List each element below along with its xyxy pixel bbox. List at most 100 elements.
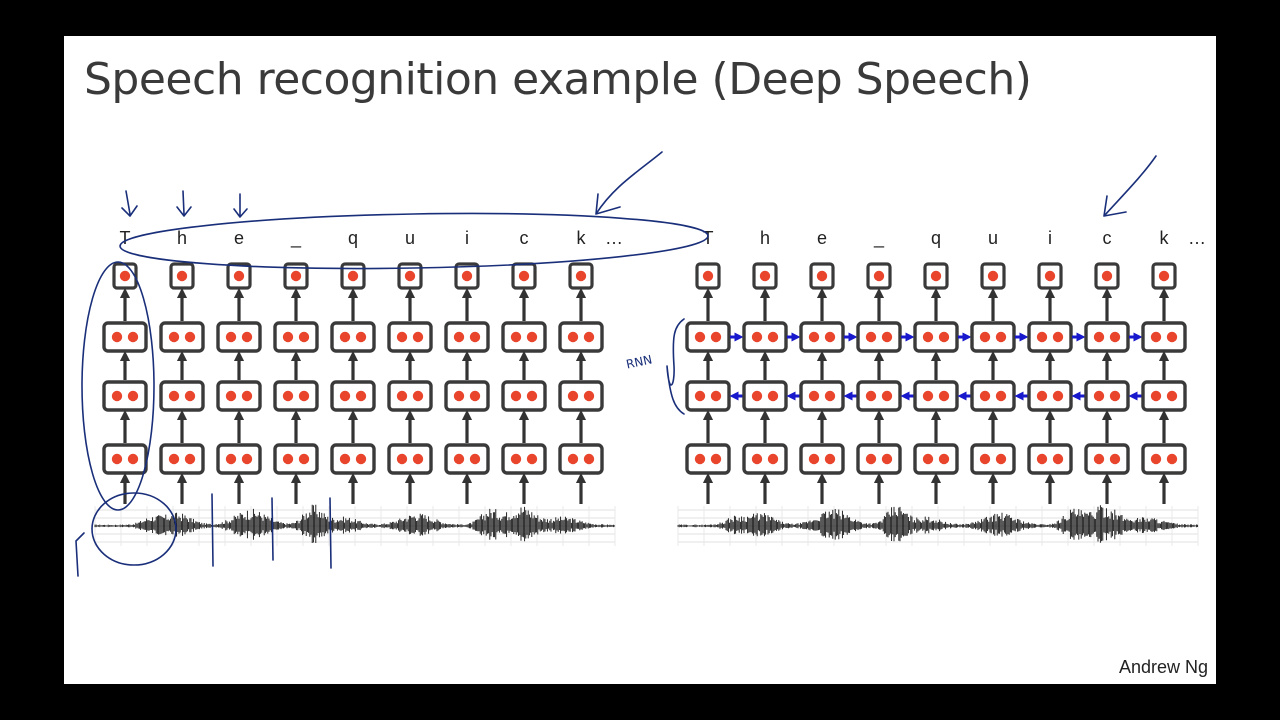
neuron-dot <box>1093 453 1105 465</box>
neuron-dot <box>995 331 1007 343</box>
neuron-dot <box>1052 390 1064 402</box>
hidden-unit <box>444 443 490 475</box>
pointer-arrow-icon <box>595 151 663 215</box>
neuron-dot <box>453 453 465 465</box>
neuron-dot <box>881 453 893 465</box>
neuron-dot <box>995 390 1007 402</box>
neuron-dot <box>111 331 123 343</box>
neuron-dot <box>767 331 779 343</box>
time-step-column: u <box>387 228 433 504</box>
neuron-dot <box>1036 453 1048 465</box>
neuron-dot <box>1093 331 1105 343</box>
neuron-dot <box>347 270 359 282</box>
neuron-dot <box>1036 331 1048 343</box>
neuron-dot <box>881 390 893 402</box>
neuron-dot <box>241 331 253 343</box>
neuron-dot <box>938 331 950 343</box>
pointer-arrow-icon <box>176 190 192 217</box>
time-step-column: T <box>685 228 731 504</box>
neuron-dot <box>168 331 180 343</box>
neuron-dot <box>1166 390 1178 402</box>
neuron-dot <box>184 331 196 343</box>
neuron-dot <box>1052 453 1064 465</box>
neuron-dot <box>412 453 424 465</box>
hidden-unit <box>558 321 604 353</box>
neuron-dot <box>225 331 237 343</box>
neuron-dot <box>575 270 587 282</box>
neuron-dot <box>1150 453 1162 465</box>
neuron-dot <box>184 390 196 402</box>
neuron-dot <box>282 453 294 465</box>
pointer-arrow-icon <box>1103 155 1157 217</box>
segment-tick-mark <box>211 493 214 567</box>
output-label: _ <box>290 228 302 249</box>
neuron-dot <box>1109 453 1121 465</box>
neuron-dot <box>567 390 579 402</box>
hidden-unit <box>799 443 845 475</box>
hidden-unit <box>444 321 490 353</box>
neuron-dot <box>111 453 123 465</box>
time-step-column: i <box>444 228 490 504</box>
hidden-unit <box>685 321 731 353</box>
neuron-dot <box>865 390 877 402</box>
neuron-dot <box>469 331 481 343</box>
hidden-unit <box>159 380 205 412</box>
neuron-dot <box>881 331 893 343</box>
neuron-dot <box>339 390 351 402</box>
hidden-unit <box>444 380 490 412</box>
neuron-dot <box>710 331 722 343</box>
neuron-dot <box>298 453 310 465</box>
hidden-unit <box>159 443 205 475</box>
neuron-dot <box>922 390 934 402</box>
hidden-unit <box>970 321 1016 353</box>
neuron-dot <box>808 390 820 402</box>
neuron-dot <box>1150 390 1162 402</box>
time-step-column: c <box>1084 228 1130 504</box>
hidden-unit <box>742 321 788 353</box>
neuron-dot <box>808 331 820 343</box>
time-step-column: k <box>1141 228 1187 504</box>
hidden-unit <box>216 443 262 475</box>
neuron-dot <box>1166 331 1178 343</box>
hidden-unit <box>273 321 319 353</box>
hook-mark <box>75 532 85 577</box>
neuron-dot <box>518 270 530 282</box>
neuron-dot <box>290 270 302 282</box>
hidden-unit <box>1027 321 1073 353</box>
neuron-dot <box>469 390 481 402</box>
audio-waveform <box>677 505 1199 546</box>
hidden-unit <box>273 380 319 412</box>
neuron-dot <box>396 453 408 465</box>
time-step-column: u <box>970 228 1016 504</box>
handwritten-annotations: RNN <box>75 151 1157 577</box>
rnn-bracket <box>666 318 685 415</box>
neuron-dot <box>355 331 367 343</box>
neuron-dot <box>1036 390 1048 402</box>
neuron-dot <box>694 331 706 343</box>
neuron-dot <box>808 453 820 465</box>
hidden-unit <box>1084 321 1130 353</box>
neuron-dot <box>396 331 408 343</box>
neuron-dot <box>339 453 351 465</box>
neuron-dot <box>1109 390 1121 402</box>
neuron-dot <box>127 390 139 402</box>
hidden-unit <box>387 443 433 475</box>
waveform-trace <box>677 505 1199 543</box>
neuron-dot <box>127 331 139 343</box>
neuron-dot <box>282 331 294 343</box>
output-label: h <box>177 228 187 248</box>
neuron-dot <box>710 453 722 465</box>
neuron-dot <box>824 453 836 465</box>
ellipsis-label: … <box>1188 228 1206 248</box>
neuron-dot <box>694 390 706 402</box>
waveform-segment-circle <box>91 492 177 566</box>
neuron-dot <box>979 390 991 402</box>
neuron-dot <box>339 331 351 343</box>
output-label: k <box>577 228 587 248</box>
hidden-unit <box>1141 380 1187 412</box>
pointer-arrow-icon <box>233 193 248 218</box>
neuron-dot <box>987 270 999 282</box>
hidden-unit <box>330 321 376 353</box>
